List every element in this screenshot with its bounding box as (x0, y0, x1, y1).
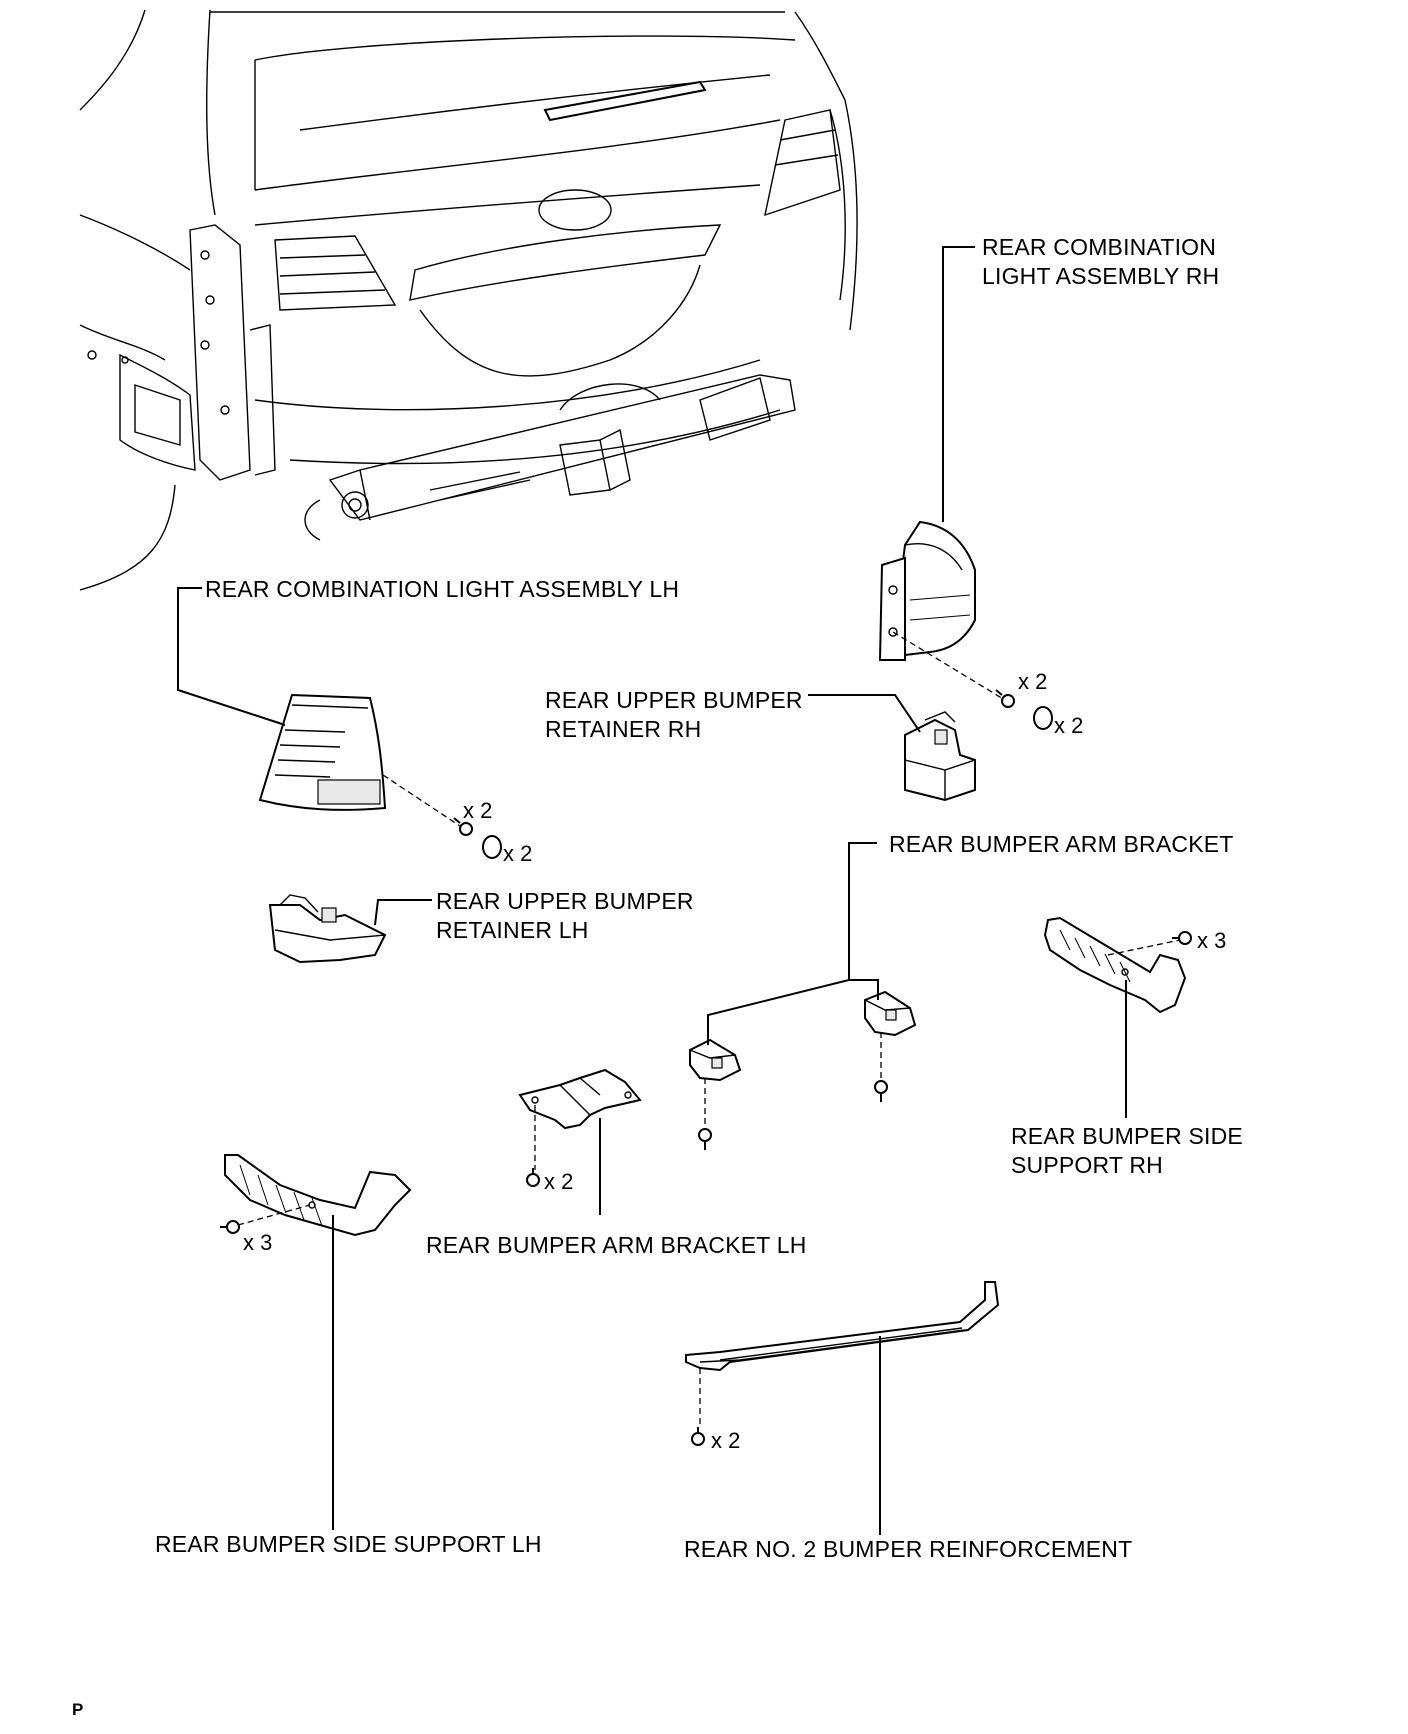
clip-icon (1033, 706, 1053, 730)
rear-bumper-arm-bracket-lh-part (518, 1068, 642, 1130)
label-rear-bumper-arm-bracket-lh: REAR BUMPER ARM BRACKET LH (426, 1232, 807, 1258)
label-rear-combination-light-rh-line2: LIGHT ASSEMBLY RH (982, 263, 1220, 289)
rear-no-2-bumper-reinforcement-part (685, 1281, 1000, 1372)
qty-side-support-rh-bolts: x 3 (1197, 928, 1227, 953)
rear-upper-bumper-retainer-rh-part (904, 711, 976, 802)
rear-combination-light-rh-part (878, 520, 976, 661)
footer-mark: P (72, 1700, 84, 1719)
label-rear-upper-bumper-retainer-lh-line2: RETAINER LH (436, 917, 589, 943)
label-rear-bumper-arm-bracket: REAR BUMPER ARM BRACKET (889, 831, 1234, 857)
qty-reinforcement-bolts: x 2 (711, 1428, 741, 1453)
qty-side-support-lh-bolts: x 3 (243, 1230, 273, 1255)
label-rear-upper-bumper-retainer-rh-line2: RETAINER RH (545, 716, 702, 742)
bolt-icon (1172, 931, 1192, 945)
label-rear-combination-light-lh: REAR COMBINATION LIGHT ASSEMBLY LH (205, 576, 680, 602)
clip-icon (482, 835, 502, 859)
rear-upper-bumper-retainer-lh-part (268, 894, 387, 964)
bolt-icon (698, 1128, 712, 1150)
qty-rh-light-clips: x 2 (1054, 713, 1084, 738)
rear-bumper-side-support-lh-part (224, 1154, 412, 1237)
rear-combination-light-lh-part (258, 693, 387, 811)
rear-bumper-arm-bracket-part (689, 990, 917, 1082)
label-rear-bumper-side-support-lh: REAR BUMPER SIDE SUPPORT LH (155, 1531, 542, 1557)
qty-lh-light-clips: x 2 (503, 841, 533, 866)
vehicle-rear-body (79, 9, 858, 591)
label-rear-upper-bumper-retainer-rh-line1: REAR UPPER BUMPER (545, 687, 803, 713)
qty-rh-light-bolts: x 2 (1018, 669, 1048, 694)
bolt-icon (220, 1220, 240, 1234)
label-rear-bumper-side-support-rh-line2: SUPPORT RH (1011, 1152, 1163, 1178)
label-rear-upper-bumper-retainer-lh-line1: REAR UPPER BUMPER (436, 888, 694, 914)
bolt-icon (874, 1080, 888, 1102)
label-rear-bumper-side-support-rh-line1: REAR BUMPER SIDE (1011, 1123, 1243, 1149)
bolt-icon (526, 1168, 540, 1187)
qty-lh-light-bolts: x 2 (463, 798, 493, 823)
qty-arm-bracket-lh-bolts: x 2 (544, 1169, 574, 1194)
rear-bumper-side-support-rh-part (1043, 916, 1187, 1014)
label-rear-no-2-bumper-reinforcement: REAR NO. 2 BUMPER REINFORCEMENT (684, 1536, 1133, 1562)
bolt-icon (691, 1427, 705, 1446)
bolt-icon (453, 817, 473, 836)
bolt-icon (995, 689, 1015, 708)
label-rear-combination-light-rh-line1: REAR COMBINATION (982, 234, 1217, 260)
